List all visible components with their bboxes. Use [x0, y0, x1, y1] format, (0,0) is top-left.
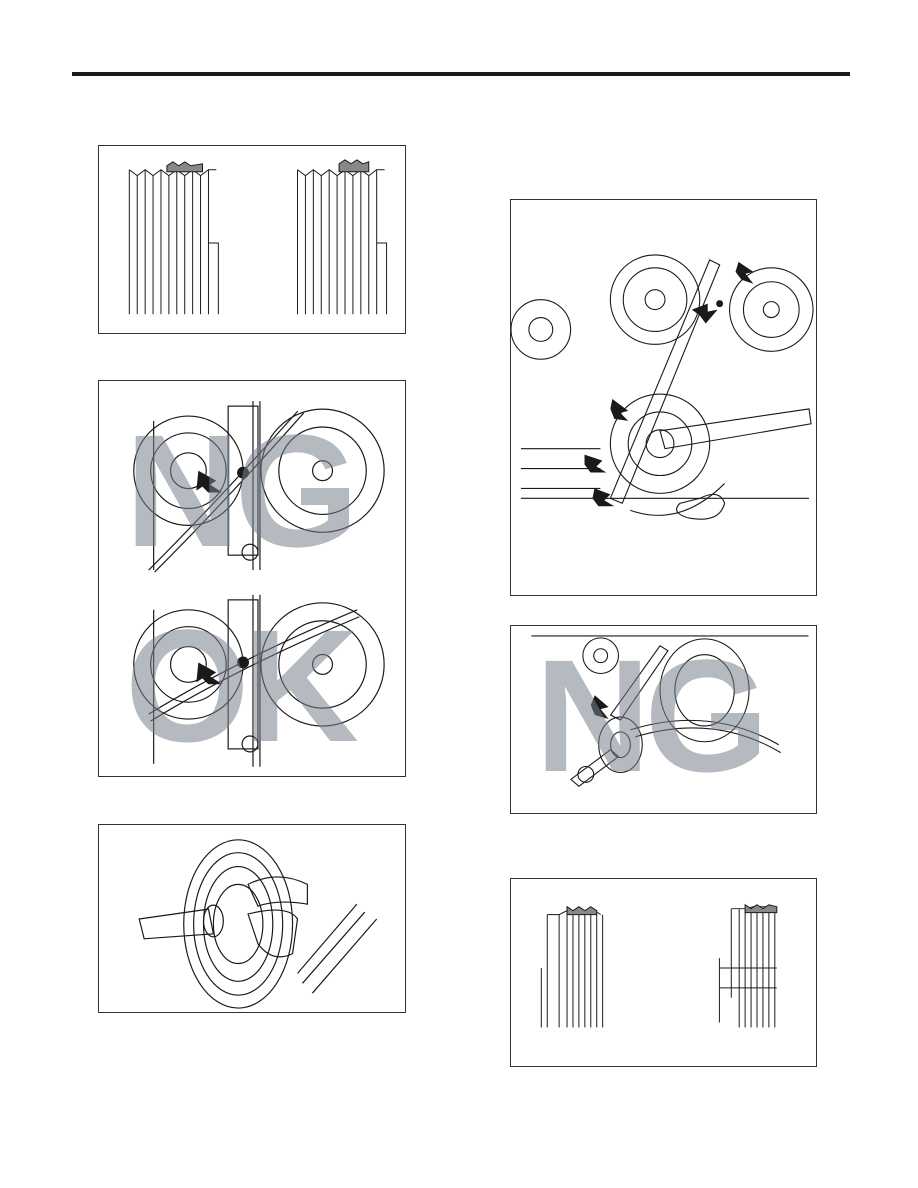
engine-front-illustration	[511, 254, 814, 520]
crank-pulley-illustration	[138, 839, 378, 1009]
tensioner-comparison-figure: NG OK	[98, 380, 406, 777]
pulley-ng-illustration	[531, 635, 809, 787]
pulley-ng-figure: NG	[510, 625, 817, 814]
belt-groove-illustration	[540, 903, 778, 1028]
belt-groove-figure	[98, 145, 406, 334]
belt-groove-illustration	[128, 159, 388, 315]
crank-pulley-figure	[98, 824, 406, 1013]
header-rule	[72, 72, 850, 76]
engine-front-figure	[510, 199, 817, 596]
tensioner-illustration	[133, 401, 385, 767]
belt-groove-figure	[510, 878, 817, 1067]
